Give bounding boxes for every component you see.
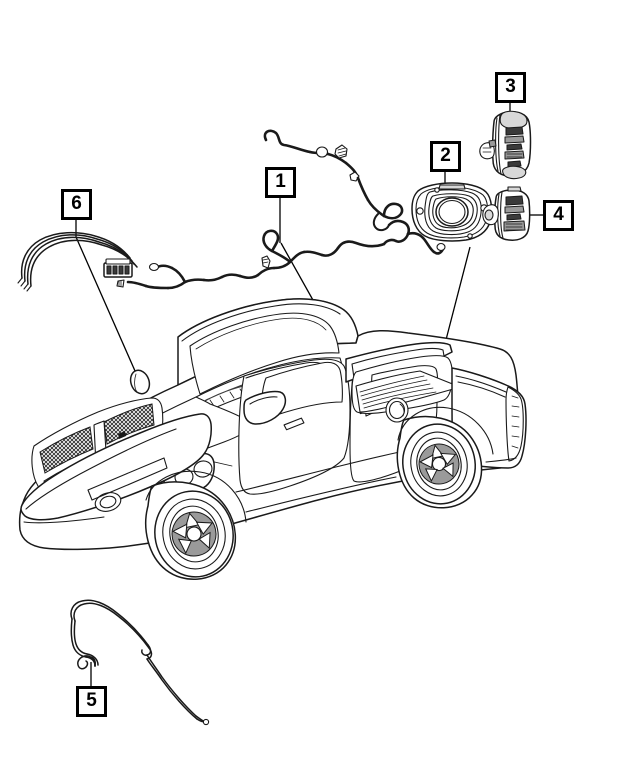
- callout-label-1: 1: [275, 171, 286, 192]
- part-camera-module-upper: [479, 110, 532, 180]
- callout-box-1[interactable]: 1: [265, 167, 296, 198]
- callout-box-3[interactable]: 3: [495, 72, 526, 103]
- front-wheel: [145, 470, 247, 581]
- part-fuel-filler-housing: [411, 182, 493, 242]
- bed-floor: [355, 370, 461, 413]
- part-body-wiring-harness: [116, 129, 446, 290]
- callout-box-4[interactable]: 4: [543, 200, 574, 231]
- callout-box-6[interactable]: 6: [61, 189, 92, 220]
- callout-label-3: 3: [505, 76, 516, 97]
- callout-label-2: 2: [440, 145, 451, 166]
- connector-pins: [106, 265, 130, 275]
- callout-label-5: 5: [86, 690, 97, 711]
- truck-illustration: [18, 298, 527, 581]
- rear-wheel: [396, 406, 494, 509]
- callout-label-4: 4: [553, 204, 564, 225]
- part-jumper-wire-bundle: [17, 231, 138, 292]
- part-antenna-cable: [70, 599, 210, 726]
- callout-label-6: 6: [71, 193, 82, 214]
- callout-box-2[interactable]: 2: [430, 141, 461, 172]
- leader-line-6-to-pillar: [75, 236, 140, 381]
- part-camera-module-lower: [482, 186, 531, 241]
- callout-box-5[interactable]: 5: [76, 686, 107, 717]
